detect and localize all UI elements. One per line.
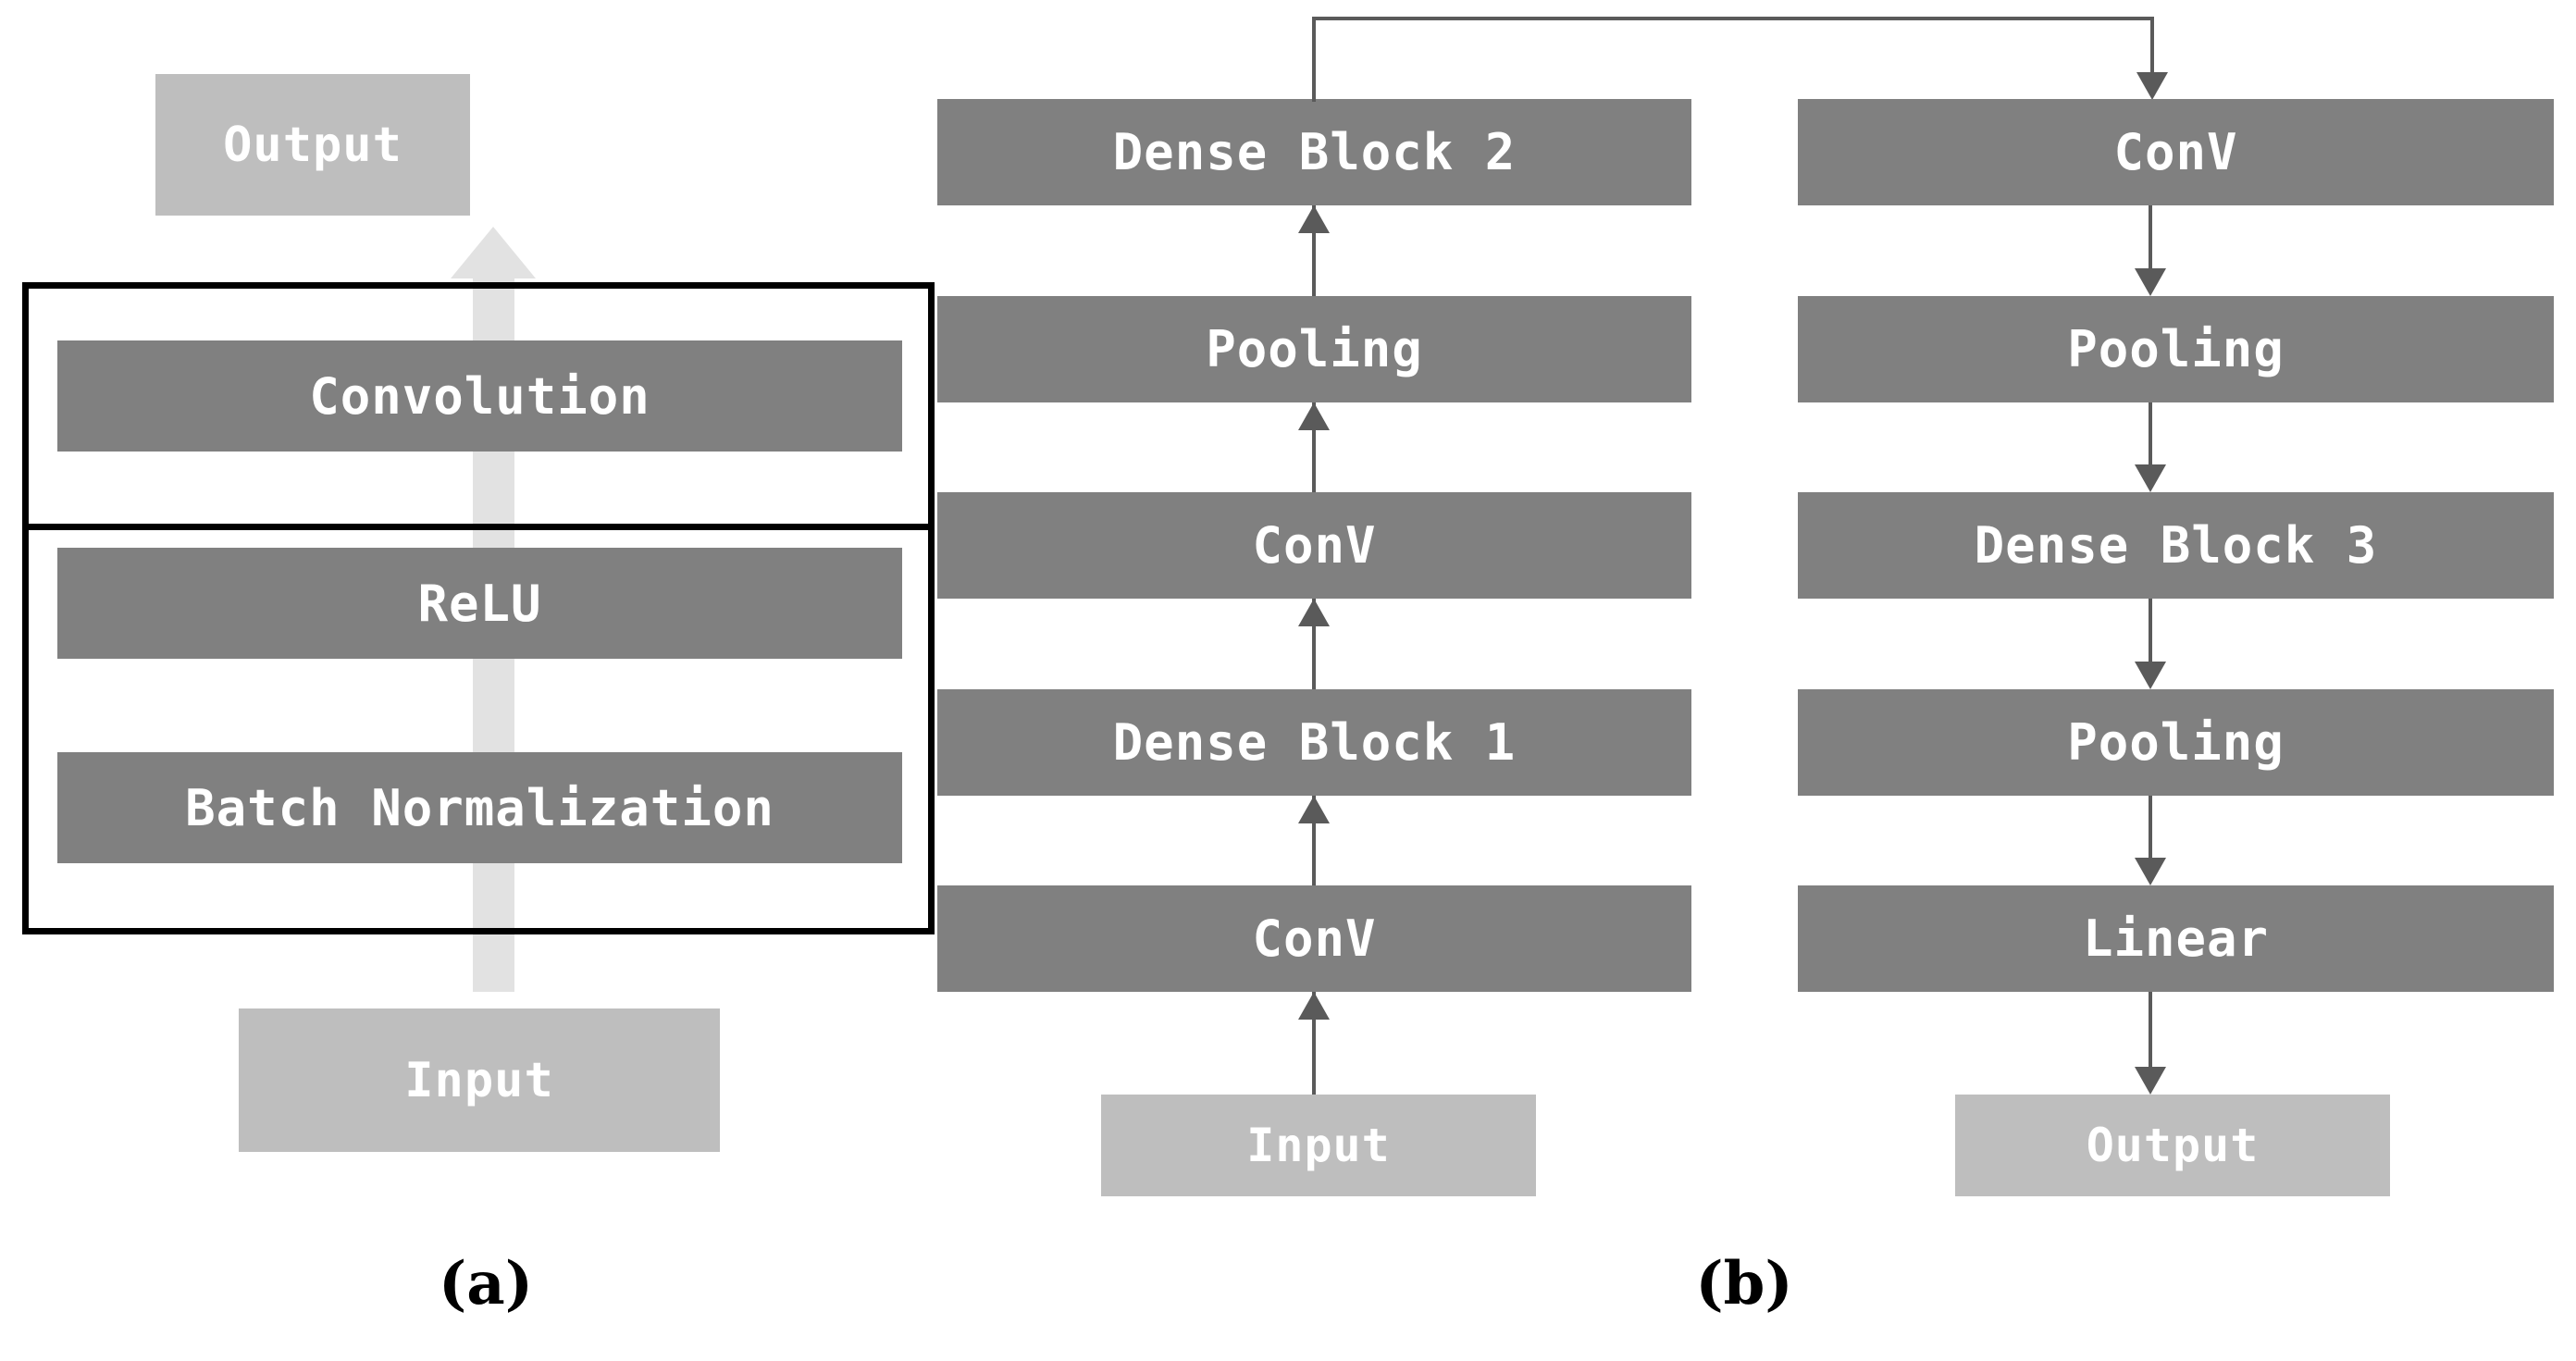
panel-b-right-block-pooling-1: Pooling <box>1798 296 2554 402</box>
panel-b-left-block-pooling: Pooling <box>937 296 1691 402</box>
panel-b-right-block-conv: ConV <box>1798 99 2554 205</box>
panel-b-left-arrow-head-3 <box>1298 599 1330 626</box>
panel-b-right-arrow-head-5 <box>2135 1067 2166 1095</box>
panel-b-left-arrow-shaft-5 <box>1312 205 1316 296</box>
panel-b-left-block-conv-1: ConV <box>937 885 1691 992</box>
panel-b-right-arrow-head-3 <box>2135 662 2166 689</box>
skip-connection-drop <box>2150 17 2154 74</box>
skip-connection-riser <box>1312 17 1316 102</box>
panel-a-flow-arrow-head <box>451 227 536 278</box>
panel-b-right-arrow-head-1 <box>2135 268 2166 296</box>
panel-b-right-block-output: Output <box>1955 1095 2390 1196</box>
skip-connection-arrow-head <box>2136 72 2168 100</box>
skip-connection-bridge <box>1312 17 2154 20</box>
panel-b-right-arrow-shaft-3 <box>2149 599 2152 662</box>
panel-b-left-block-dense-block-2: Dense Block 2 <box>937 99 1691 205</box>
panel-b-left-arrow-head-1 <box>1298 992 1330 1020</box>
panel-b-left-arrow-shaft-4 <box>1312 402 1316 492</box>
panel-b-right-arrow-shaft-2 <box>2149 402 2152 464</box>
panel-a-block-relu: ReLU <box>57 548 902 659</box>
panel-b-left-arrow-shaft-1 <box>1312 992 1316 1095</box>
panel-b-caption: (b) <box>1695 1249 1793 1318</box>
panel-b-right-block-dense-block-3: Dense Block 3 <box>1798 492 2554 599</box>
panel-b-right-block-pooling-2: Pooling <box>1798 689 2554 796</box>
panel-b-right-arrow-shaft-1 <box>2149 205 2152 268</box>
panel-b-left-arrow-head-4 <box>1298 402 1330 430</box>
panel-b-right-arrow-shaft-5 <box>2149 992 2152 1067</box>
panel-a-composite-frame-lower <box>22 518 935 934</box>
panel-b-right-arrow-head-2 <box>2135 464 2166 492</box>
panel-b-left-block-conv-2: ConV <box>937 492 1691 599</box>
panel-b-right-arrow-head-4 <box>2135 858 2166 885</box>
panel-a-block-convolution: Convolution <box>57 340 902 452</box>
panel-b-right-arrow-shaft-4 <box>2149 796 2152 858</box>
panel-a-input-block: Input <box>239 1008 720 1152</box>
panel-b-right-block-linear: Linear <box>1798 885 2554 992</box>
panel-b-left-block-input: Input <box>1101 1095 1536 1196</box>
panel-b-left-arrow-head-2 <box>1298 796 1330 823</box>
panel-b-left-arrow-shaft-3 <box>1312 599 1316 689</box>
panel-b-left-arrow-shaft-2 <box>1312 796 1316 885</box>
panel-a-output-block: Output <box>155 74 470 216</box>
panel-a-caption: (a) <box>438 1249 534 1318</box>
panel-b-left-arrow-head-5 <box>1298 205 1330 233</box>
panel-a-composite-frame <box>22 282 935 530</box>
panel-b-left-block-dense-block-1: Dense Block 1 <box>937 689 1691 796</box>
panel-a-block-batch-normalization: Batch Normalization <box>57 752 902 863</box>
